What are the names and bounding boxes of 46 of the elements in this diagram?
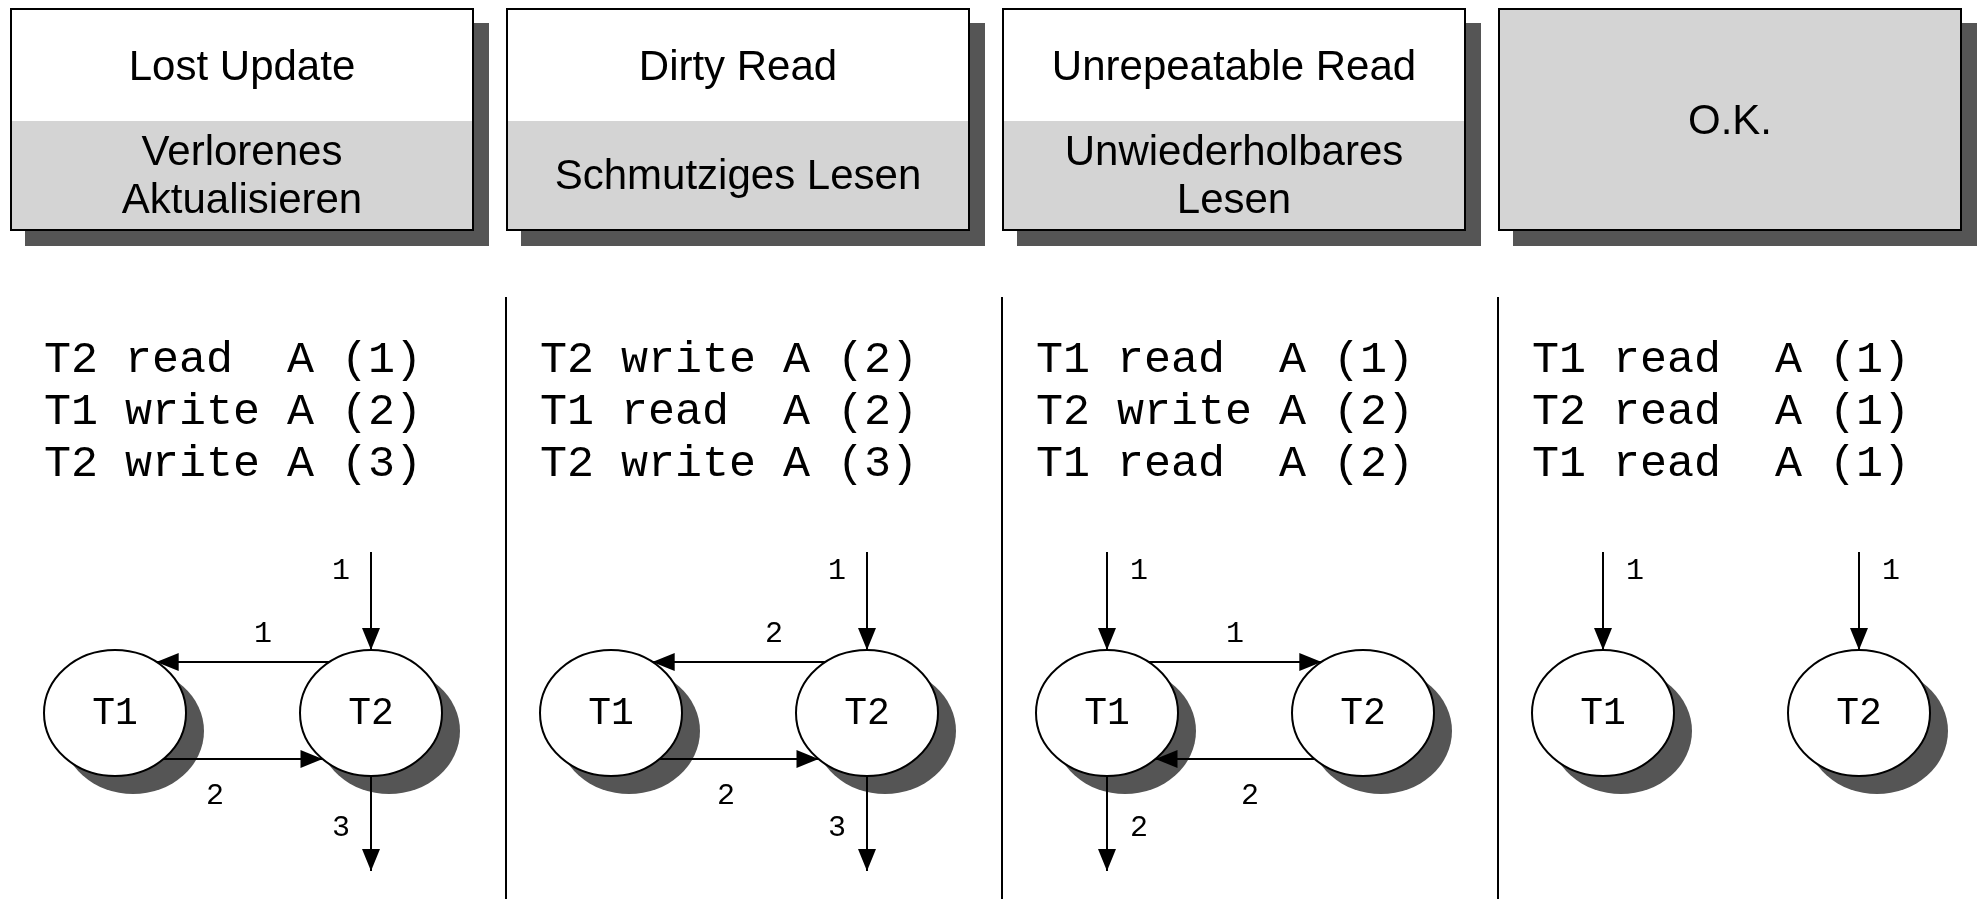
operation-line: T1 read A (1) (1532, 439, 1911, 491)
transaction-name: T2 (844, 690, 890, 737)
transaction-ellipse (1035, 649, 1197, 795)
title-band: O.K. (1500, 10, 1960, 229)
transaction-name: T1 (1580, 690, 1626, 737)
transaction-name: T2 (348, 690, 394, 737)
operation-line: T2 read A (1) (44, 335, 423, 387)
arrow (1850, 551, 1868, 651)
operation-line: T1 read A (1) (1532, 335, 1911, 387)
arrow (858, 775, 876, 872)
arrow (1098, 775, 1116, 872)
operation-line: T2 read A (1) (1532, 387, 1911, 439)
transaction-name: T2 (1340, 690, 1386, 737)
translation-band: Schmutziges Lesen (508, 121, 968, 229)
transaction-ellipse (1291, 649, 1453, 795)
transaction-name: T1 (92, 690, 138, 737)
arrow (858, 551, 876, 651)
arrow (651, 653, 827, 671)
operation-line: T1 write A (2) (44, 387, 423, 439)
transaction-name: T1 (1084, 690, 1130, 737)
operation-line: T2 write A (2) (1036, 387, 1415, 439)
operation-line: T2 write A (2) (540, 335, 919, 387)
transaction-ellipse (1787, 649, 1949, 795)
arrow (658, 750, 820, 768)
transaction-ellipse (795, 649, 957, 795)
arrow (1594, 551, 1612, 651)
operation-line: T1 read A (2) (1036, 439, 1415, 491)
transaction-ellipse (43, 649, 205, 795)
translation-band: Verlorenes Aktualisieren (12, 121, 472, 229)
operation-line: T2 write A (3) (44, 439, 423, 491)
transaction-name: T2 (1836, 690, 1882, 737)
transaction-ellipse (299, 649, 461, 795)
transaction-ellipse (539, 649, 701, 795)
arrow (162, 750, 324, 768)
arrow (1147, 653, 1323, 671)
operation-line: T1 read A (1) (1036, 335, 1415, 387)
transaction-name: T1 (588, 690, 634, 737)
arrow (1098, 551, 1116, 651)
translation-band: Unwiederholbares Lesen (1004, 121, 1464, 229)
operation-line: T1 read A (2) (540, 387, 919, 439)
arrow (1154, 750, 1316, 768)
arrow (362, 775, 380, 872)
arrow (155, 653, 331, 671)
arrow (362, 551, 380, 651)
transaction-ellipse (1531, 649, 1693, 795)
operation-line: T2 write A (3) (540, 439, 919, 491)
